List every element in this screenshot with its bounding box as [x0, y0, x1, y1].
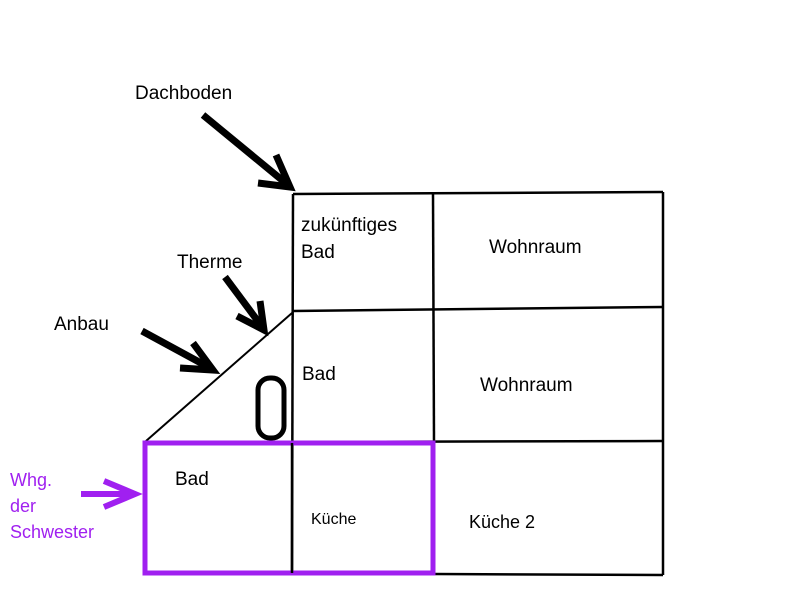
room-kitchen-sister: Küche — [311, 511, 357, 528]
room-bath-middle: Bad — [302, 364, 336, 385]
label-sister-line3: Schwester — [10, 522, 95, 542]
label-anbau: Anbau — [54, 314, 109, 335]
wall-top — [292, 190, 664, 196]
arrow-therme-icon — [222, 274, 269, 337]
label-sister-apartment: Whg. der Schwester — [10, 467, 94, 545]
wall-bottom-right — [433, 572, 664, 577]
wall-row1-divider — [292, 305, 664, 313]
arrow-anbau-icon — [140, 327, 221, 374]
arrow-dachboden-icon — [200, 112, 296, 192]
wall-middle-vertical — [431, 193, 436, 444]
room-living-middle: Wohnraum — [480, 375, 573, 396]
room-future-bath-line2: Bad — [301, 242, 335, 263]
label-therme: Therme — [177, 252, 243, 273]
label-sister-line2: der — [10, 496, 37, 516]
sister-apartment-outline — [142, 440, 436, 576]
room-future-bath-line1: zukünftiges — [301, 215, 398, 236]
room-living-top: Wohnraum — [489, 237, 582, 258]
label-dachboden: Dachboden — [135, 83, 233, 104]
room-bath-sister: Bad — [175, 469, 209, 490]
label-sister-line1: Whg. — [10, 470, 53, 490]
room-kitchen-2: Küche 2 — [469, 512, 536, 532]
arrow-sister-icon — [81, 478, 143, 510]
therme-symbol-icon — [255, 375, 287, 441]
room-future-bath: zukünftiges Bad — [301, 212, 397, 266]
